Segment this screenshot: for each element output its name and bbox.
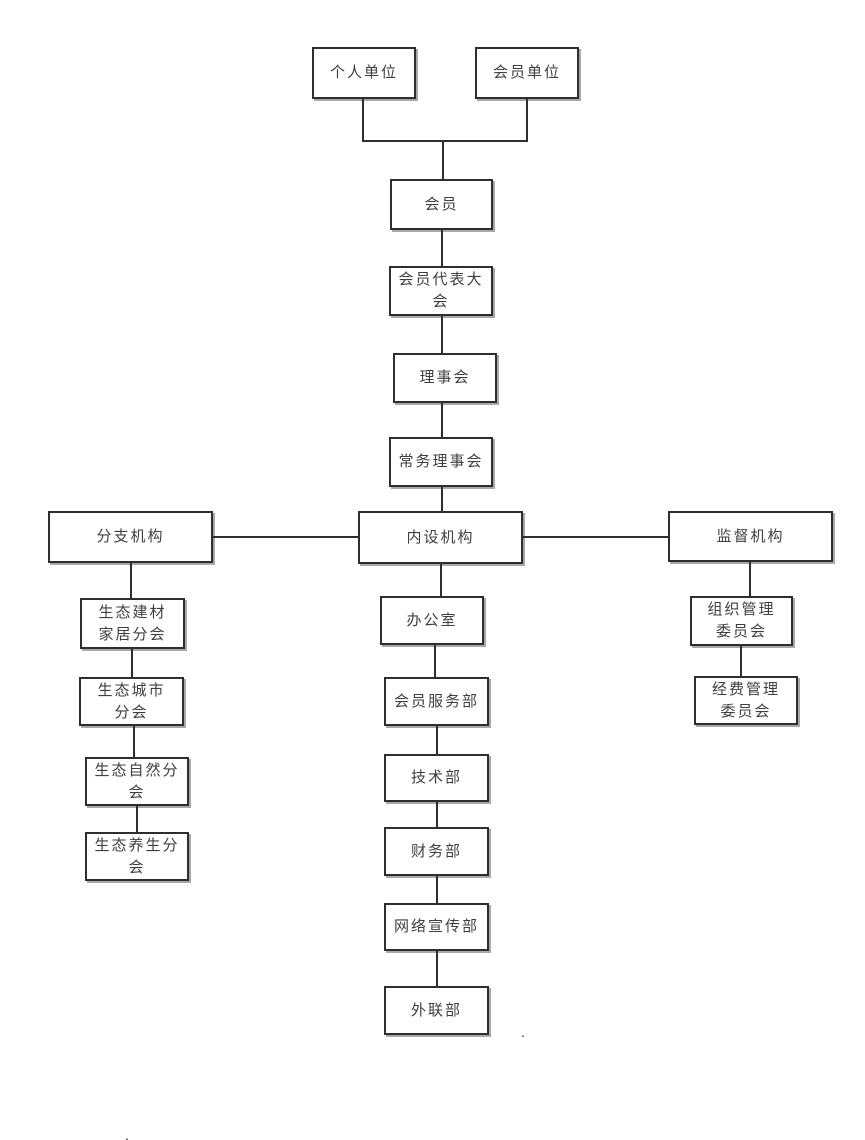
- connector-internal-to-office: [440, 564, 442, 596]
- node-member: 会员: [390, 179, 493, 230]
- connector-finance-to-network: [436, 876, 438, 903]
- node-external-liaison-dept: 外联部: [384, 986, 489, 1035]
- node-member-congress: 会员代表大会: [389, 266, 493, 316]
- node-eco-health-branch: 生态养生分会: [85, 832, 189, 881]
- connector-congress-to-council: [441, 316, 443, 353]
- stray-period-mark: .: [125, 1127, 129, 1140]
- node-eco-building-home-branch: 生态建材 家居分会: [80, 598, 185, 649]
- connector-network-to-external: [436, 951, 438, 986]
- node-member-service-dept: 会员服务部: [384, 677, 489, 726]
- connector-org-mgmt-to-fund-mgmt: [740, 646, 742, 676]
- connector-supervisory-to-org-mgmt: [749, 562, 751, 596]
- connector-units-merge-horizontal: [362, 140, 528, 142]
- node-eco-nature-branch: 生态自然分会: [85, 757, 189, 806]
- connector-branch-to-eco-building: [130, 563, 132, 598]
- node-internal-org: 内设机构: [358, 511, 523, 564]
- node-eco-city-branch: 生态城市 分会: [79, 677, 184, 726]
- connector-eco-building-to-eco-city: [131, 649, 133, 677]
- connector-tech-to-finance: [436, 802, 438, 827]
- connector-eco-nature-to-eco-health: [136, 806, 138, 832]
- node-supervisory-org: 监督机构: [668, 511, 833, 562]
- node-org-mgmt-committee: 组织管理 委员会: [690, 596, 793, 646]
- connector-branch-to-internal-horizontal: [213, 536, 358, 538]
- node-finance-dept: 财务部: [384, 827, 489, 876]
- node-standing-council: 常务理事会: [389, 437, 493, 487]
- node-branch-org: 分支机构: [48, 511, 213, 563]
- connector-office-to-member-service: [434, 645, 436, 677]
- connector-standing-to-internal: [441, 487, 443, 511]
- node-council: 理事会: [393, 353, 497, 403]
- node-member-unit: 会员单位: [475, 47, 579, 99]
- connector-member-service-to-tech: [436, 726, 438, 754]
- connector-internal-to-supervisory-horizontal: [523, 536, 668, 538]
- node-personal-unit: 个人单位: [312, 47, 416, 99]
- connector-eco-city-to-eco-nature: [133, 726, 135, 757]
- node-office: 办公室: [380, 596, 484, 645]
- connector-member-unit-down: [526, 99, 528, 142]
- connector-personal-unit-down: [362, 99, 364, 142]
- connector-member-to-congress: [441, 230, 443, 266]
- node-tech-dept: 技术部: [384, 754, 489, 802]
- node-network-publicity-dept: 网络宣传部: [384, 903, 489, 951]
- connector-merge-to-member: [442, 142, 444, 179]
- connector-council-to-standing: [441, 403, 443, 437]
- stray-period-mark: .: [521, 1024, 525, 1040]
- node-fund-mgmt-committee: 经费管理 委员会: [694, 676, 798, 725]
